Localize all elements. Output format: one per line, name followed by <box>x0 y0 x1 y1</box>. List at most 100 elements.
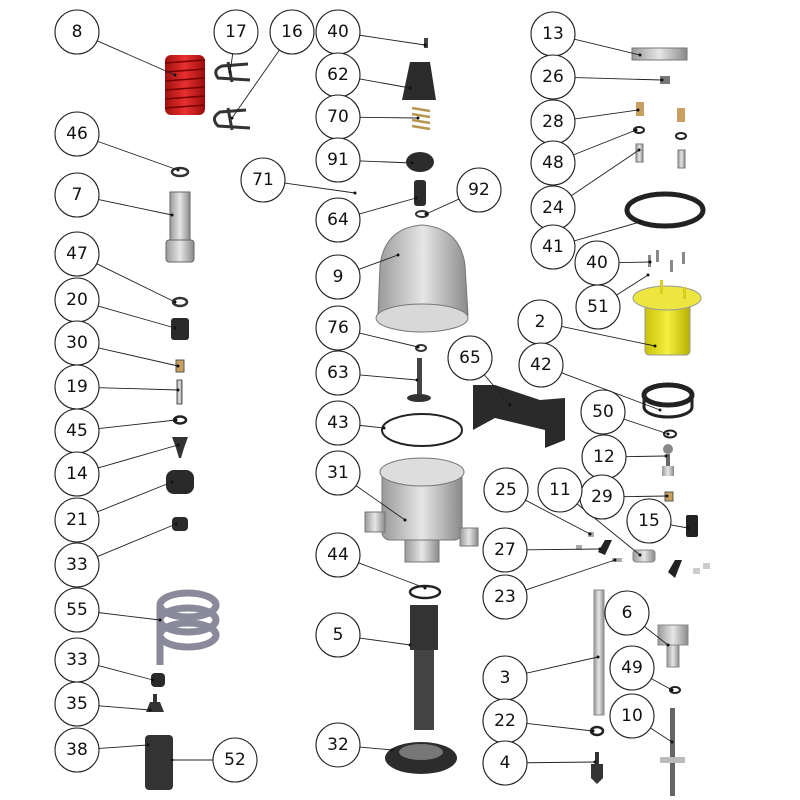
callout-38: 38 <box>54 727 100 773</box>
leader-line-28 <box>574 109 639 120</box>
leader-dot-70 <box>416 116 420 120</box>
callout-number: 12 <box>593 447 615 467</box>
part-nut-32 <box>385 742 457 774</box>
callout-number: 70 <box>327 107 349 127</box>
callout-number: 20 <box>66 290 88 310</box>
part-oring-43 <box>381 413 463 447</box>
leader-line-4 <box>526 761 596 764</box>
callout-number: 40 <box>586 253 608 273</box>
callout-16: 16 <box>269 9 315 55</box>
callout-number: 48 <box>542 153 564 173</box>
part-valve-12 <box>662 444 674 476</box>
leader-dot-65 <box>508 403 512 407</box>
leader-dot-40 <box>648 260 652 264</box>
callout-26: 26 <box>530 54 576 100</box>
callout-number: 46 <box>66 124 88 144</box>
leader-line-65 <box>483 374 511 406</box>
callout-number: 14 <box>66 464 88 484</box>
leader-line-91 <box>359 160 413 164</box>
leader-dot-45 <box>174 418 178 422</box>
callout-number: 24 <box>542 198 564 218</box>
leader-dot-3 <box>596 655 600 659</box>
part-coil-55 <box>156 589 220 665</box>
callout-number: 15 <box>638 511 660 531</box>
leader-line-49 <box>651 678 673 691</box>
callout-circle <box>315 254 361 300</box>
part-ring-42 <box>641 382 695 419</box>
callout-2: 2 <box>517 299 563 345</box>
callout-11: 11 <box>537 467 583 513</box>
leader-line-29 <box>623 495 668 498</box>
callout-8: 8 <box>54 9 100 55</box>
leader-dot-25 <box>588 532 592 536</box>
leader-dot-33 <box>174 522 178 526</box>
leader-dot-46 <box>176 168 180 172</box>
callout-23: 23 <box>482 574 528 620</box>
leader-line-15 <box>670 524 689 529</box>
callout-92: 92 <box>456 167 502 213</box>
leader-dot-35 <box>148 708 152 712</box>
part-ring-41 <box>624 191 706 229</box>
leader-line-5 <box>359 637 411 646</box>
callout-circle <box>54 497 100 543</box>
callout-number: 7 <box>72 185 83 205</box>
part-cap-33 <box>172 517 188 531</box>
leader-line-12 <box>625 455 667 458</box>
part-bracket-65 <box>473 385 565 448</box>
leader-dot-62 <box>408 86 412 90</box>
part-rod-3 <box>593 589 605 716</box>
leader-line-27 <box>526 548 601 551</box>
callout-circle <box>54 727 100 773</box>
leader-dot-15 <box>686 526 690 530</box>
callout-33: 33 <box>54 637 100 683</box>
leader-line-92 <box>425 198 460 215</box>
leader-dot-50 <box>666 432 670 436</box>
callout-number: 76 <box>327 318 349 338</box>
leader-dot-92 <box>424 212 428 216</box>
leader-line-10 <box>650 727 673 743</box>
callout-circle <box>54 111 100 157</box>
part-staple-17 <box>214 61 251 83</box>
leader-dot-40 <box>423 43 427 47</box>
leader-dot-11 <box>638 553 642 557</box>
callout-48: 48 <box>530 140 576 186</box>
callout-number: 64 <box>327 210 349 230</box>
callout-21: 21 <box>54 497 100 543</box>
leader-dot-71 <box>353 191 357 195</box>
part-cap-21 <box>166 470 194 494</box>
callout-46: 46 <box>54 111 100 157</box>
leader-line-23 <box>525 559 616 591</box>
callout-19: 19 <box>54 364 100 410</box>
callout-circle <box>315 532 361 578</box>
callout-30: 30 <box>54 320 100 366</box>
part-oring-49 <box>669 686 681 694</box>
leader-line-50 <box>623 418 669 435</box>
callout-circle <box>518 342 564 388</box>
leader-line-19 <box>98 387 179 391</box>
callout-circle <box>213 9 259 55</box>
leader-dot-76 <box>416 345 420 349</box>
leader-line-76 <box>359 332 419 348</box>
leader-dot-2 <box>653 344 657 348</box>
leader-line-45 <box>98 419 177 430</box>
callout-45: 45 <box>54 408 100 454</box>
leader-dot-22 <box>591 729 595 733</box>
leader-line-33 <box>98 665 154 681</box>
callout-circle <box>626 498 672 544</box>
callout-circle <box>315 722 361 768</box>
callout-circle <box>482 527 528 573</box>
callout-number: 62 <box>327 65 349 85</box>
leader-line-63 <box>359 374 418 381</box>
callout-71: 71 <box>240 157 286 203</box>
leader-line-47 <box>96 263 176 303</box>
leader-line-20 <box>98 305 176 329</box>
part-oring-48 <box>633 126 645 134</box>
callout-number: 30 <box>66 333 88 353</box>
leader-line-25 <box>525 499 591 535</box>
leader-line-31 <box>355 485 406 521</box>
callout-number: 45 <box>66 421 88 441</box>
part-filter-52 <box>145 735 173 790</box>
leader-dot-10 <box>670 740 674 744</box>
leader-line-7 <box>98 199 173 216</box>
callout-number: 44 <box>327 545 349 565</box>
